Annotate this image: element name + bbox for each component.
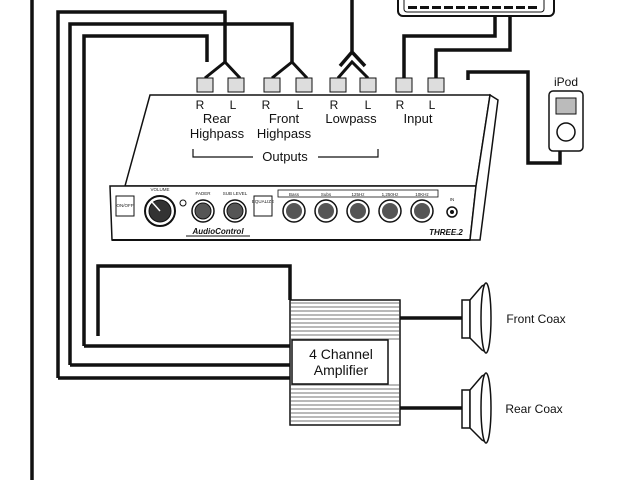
equalize-label: EQUALIZE — [252, 199, 274, 204]
input-l: L — [429, 98, 436, 112]
front-highpass-label: Highpass — [257, 126, 312, 141]
front-highpass-l: L — [297, 98, 304, 112]
lowpass-r: R — [330, 98, 339, 112]
eq-knob-10khz[interactable] — [410, 199, 434, 223]
input-wire-l — [434, 14, 512, 80]
ipod-wire — [466, 70, 562, 165]
fader-label: FADER — [195, 191, 211, 196]
headunit-lowpass-wire — [338, 0, 367, 68]
band-subs-label: Subs — [321, 192, 332, 197]
brand-label: AudioControl — [191, 227, 244, 236]
heatsink-fins — [290, 302, 400, 422]
model-label: THREE.2 — [429, 228, 463, 237]
rear-speaker: Rear Coax — [461, 372, 563, 444]
front-speaker-label: Front Coax — [506, 312, 565, 326]
input-wire-r — [402, 14, 497, 80]
eq-knob-125hz[interactable] — [346, 199, 370, 223]
front-highpass-wire — [68, 22, 294, 365]
rear-label: Rear — [203, 111, 232, 126]
volume-knob[interactable] — [144, 195, 176, 227]
on-off-label: ON/OFF — [117, 203, 134, 208]
rear-highpass-l: L — [230, 98, 237, 112]
input-label: Input — [404, 111, 433, 126]
lowpass-label: Lowpass — [325, 111, 377, 126]
rear-highpass-label: Highpass — [190, 126, 245, 141]
in-label: IN — [450, 197, 455, 202]
front-speaker: Front Coax — [461, 282, 566, 354]
head-unit — [397, 0, 555, 17]
amp-input-wires — [58, 344, 290, 380]
rear-highpass-wire — [56, 10, 227, 378]
ipod-label: iPod — [554, 75, 578, 89]
sub-wire — [96, 264, 292, 336]
click-wheel-icon — [556, 122, 576, 142]
front-highpass-r: R — [262, 98, 271, 112]
ipod-device: iPod — [548, 75, 584, 152]
band-bass-label: Bass — [289, 192, 300, 197]
outputs-label: Outputs — [262, 149, 308, 164]
eq-knob-subs[interactable] — [314, 199, 338, 223]
lowpass-l: L — [365, 98, 372, 112]
wires — [30, 0, 562, 480]
led-icon — [179, 199, 187, 207]
rear-speaker-label: Rear Coax — [505, 402, 562, 416]
volume-label: VOLUME — [150, 187, 169, 192]
jack-fanouts — [204, 59, 370, 80]
eq-knob-bass[interactable] — [282, 199, 306, 223]
fader-knob[interactable] — [191, 199, 215, 223]
sub-level-label: SUB LEVEL — [223, 191, 248, 196]
eq-knob-1250hz[interactable] — [378, 199, 402, 223]
band-125hz-label: 125Hz — [351, 192, 365, 197]
band-10khz-label: 10KHz — [415, 192, 429, 197]
sub-level-knob[interactable] — [223, 199, 247, 223]
outputs-bracket — [192, 149, 379, 158]
amplifier-label-line1: 4 Channel — [309, 346, 373, 362]
speaker-wires — [400, 316, 462, 410]
amplifier-unit: 4 Channel Amplifier — [289, 299, 401, 426]
rca-jacks — [196, 77, 445, 93]
lowpass-wire — [82, 34, 209, 346]
front-label: Front — [269, 111, 300, 126]
processor-unit: R L R L R L R L Rear Highpass Front High… — [109, 77, 499, 241]
band-1250hz-label: 1,250Hz — [382, 192, 400, 197]
amplifier-label-line2: Amplifier — [314, 362, 369, 378]
input-r: R — [396, 98, 405, 112]
rear-highpass-r: R — [196, 98, 205, 112]
